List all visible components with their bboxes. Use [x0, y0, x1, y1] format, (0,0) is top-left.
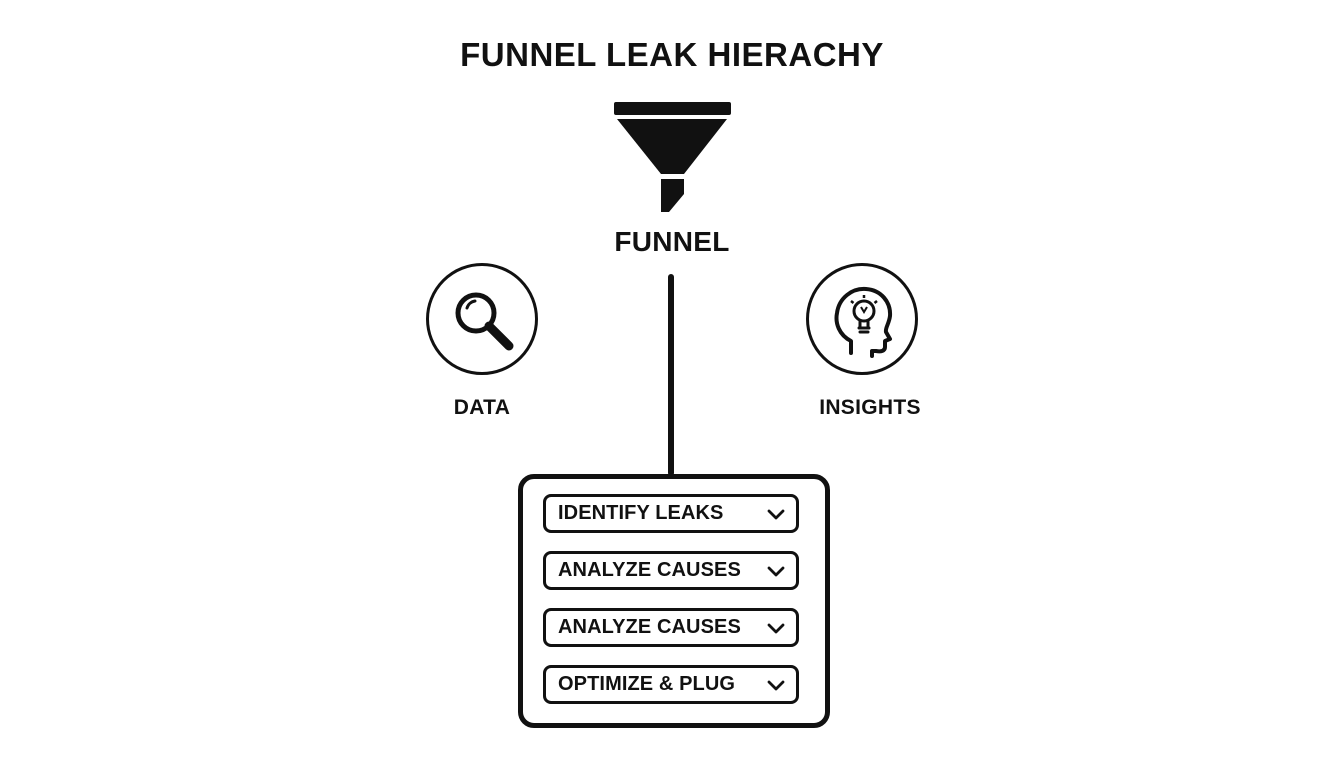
- chevron-down-icon: [767, 566, 785, 576]
- steps-panel: IDENTIFY LEAKS ANALYZE CAUSES ANALYZE CA…: [518, 474, 830, 728]
- step-label: ANALYZE CAUSES: [558, 616, 741, 638]
- funnel-icon: [614, 102, 731, 212]
- step-analyze-causes-2[interactable]: ANALYZE CAUSES: [543, 608, 799, 647]
- step-label: OPTIMIZE & PLUG: [558, 673, 736, 695]
- funnel-label: FUNNEL: [614, 226, 730, 257]
- chevron-down-icon: [767, 509, 785, 519]
- head-lightbulb-icon: [834, 286, 893, 358]
- chevron-down-icon: [767, 623, 785, 633]
- magnifier-icon: [455, 292, 514, 351]
- step-label: IDENTIFY LEAKS: [558, 502, 724, 524]
- step-label: ANALYZE CAUSES: [558, 559, 741, 581]
- data-label: DATA: [453, 396, 511, 419]
- diagram-title: FUNNEL LEAK HIERACHY: [460, 36, 884, 73]
- step-analyze-causes[interactable]: ANALYZE CAUSES: [543, 551, 799, 590]
- insights-node: [806, 263, 918, 375]
- data-node: [426, 263, 538, 375]
- step-identify-leaks[interactable]: IDENTIFY LEAKS: [543, 494, 799, 533]
- chevron-down-icon: [767, 680, 785, 690]
- step-optimize-plug[interactable]: OPTIMIZE & PLUG: [543, 665, 799, 704]
- insights-label: INSIGHTS: [819, 396, 921, 419]
- connector-line: [668, 274, 674, 476]
